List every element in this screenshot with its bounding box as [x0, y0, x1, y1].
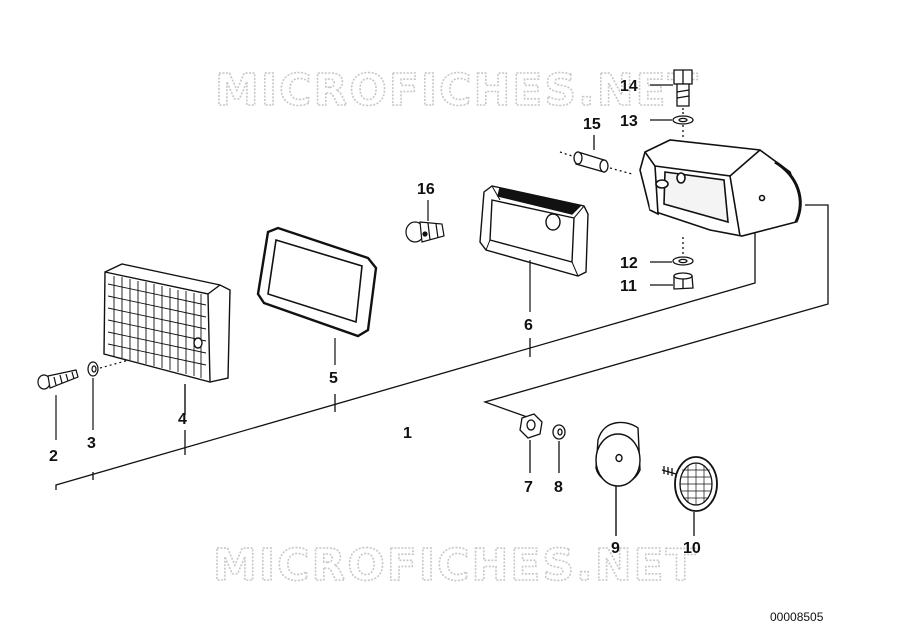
- bulb-part-16: [405, 200, 445, 243]
- callout-11: 11: [620, 278, 637, 295]
- callout-16: 16: [417, 181, 435, 198]
- washer-part-3: [87, 356, 141, 430]
- callout-9: 9: [611, 540, 620, 557]
- callout-labels: 1 2 3 4 5 6 7 8 9 10 11 12 13 14 15 16: [49, 78, 701, 557]
- bolt-part-14: [650, 69, 693, 114]
- sleeve-part-15: [559, 135, 633, 175]
- washer-part-13: [650, 115, 694, 140]
- callout-4: 4: [178, 411, 187, 428]
- callout-2: 2: [49, 448, 58, 465]
- callout-6: 6: [524, 317, 533, 334]
- lamp-housing-part-1: [639, 139, 802, 237]
- callout-14: 14: [620, 78, 638, 95]
- nut-part-11: [650, 272, 694, 290]
- reflector-part-6: [479, 185, 589, 312]
- callout-7: 7: [524, 479, 533, 496]
- callout-12: 12: [620, 255, 638, 272]
- watermark-bottom: MICROFICHES.NET: [213, 540, 698, 591]
- document-number: 00008505: [770, 610, 824, 624]
- lamp-lens-part-4: [103, 263, 231, 415]
- gasket-part-5: [256, 226, 378, 365]
- nut-part-7: [519, 413, 543, 473]
- washer-part-12: [650, 237, 694, 266]
- callout-13: 13: [620, 113, 638, 130]
- reflector-disc-part-10: [661, 456, 718, 536]
- assembly-bracket: [55, 204, 829, 490]
- watermark-top: MICROFICHES.NET: [215, 65, 700, 116]
- callout-10: 10: [683, 540, 701, 557]
- callout-1: 1: [403, 425, 412, 442]
- callout-5: 5: [329, 370, 338, 387]
- mount-part-9: [595, 421, 641, 536]
- callout-8: 8: [554, 479, 563, 496]
- callout-15: 15: [583, 116, 601, 133]
- callout-3: 3: [87, 435, 96, 452]
- screw-part-2: [37, 369, 79, 440]
- washer-part-8: [552, 424, 566, 473]
